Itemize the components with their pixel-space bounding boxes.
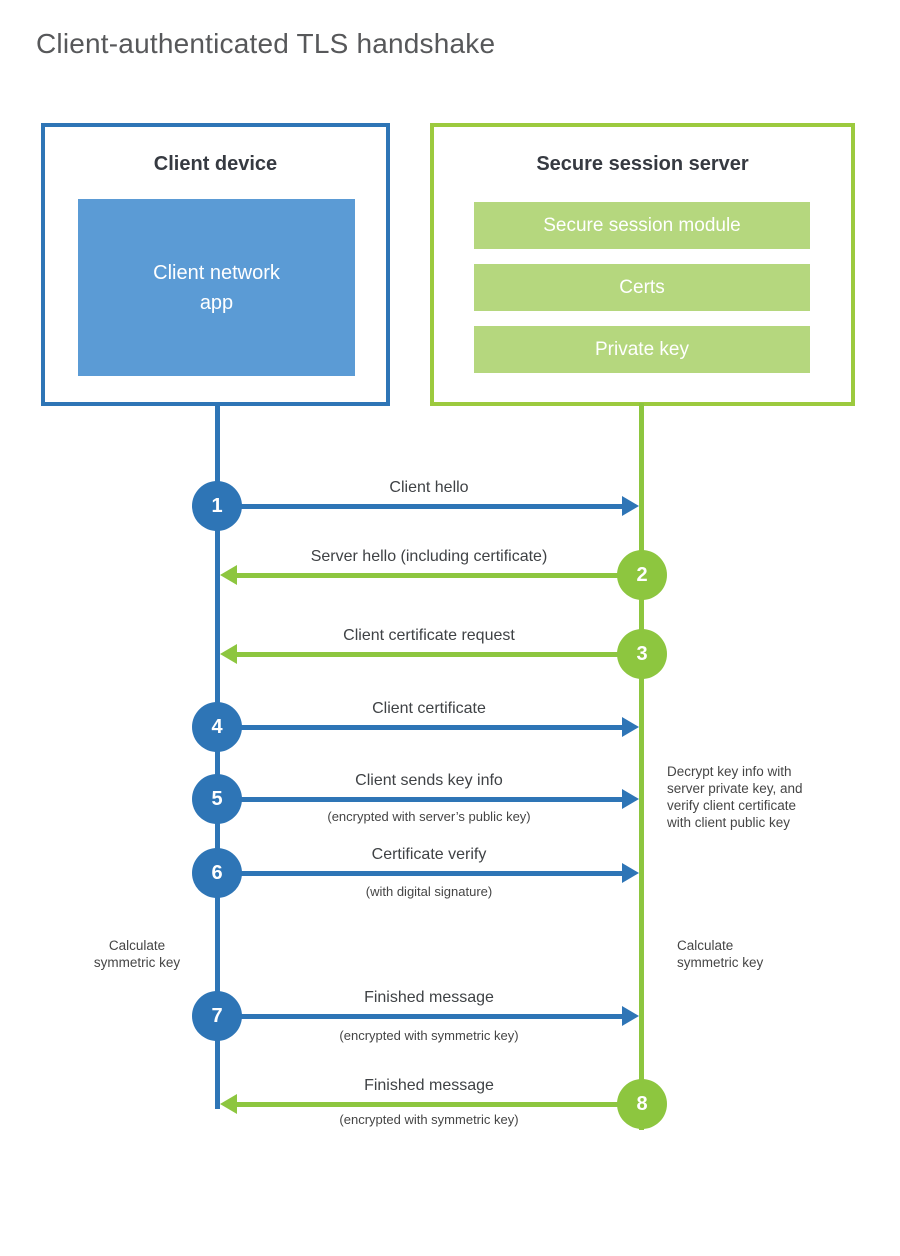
message-label-8: Finished message <box>364 1077 494 1094</box>
step-circle-2: 2 <box>617 550 667 600</box>
step-number-7: 7 <box>211 1004 223 1027</box>
client-network-app-box: Client network app <box>78 199 355 376</box>
message-arrow-3 <box>237 652 642 657</box>
calc-symmetric-key-note-left: Calculate symmetric key <box>72 937 202 971</box>
client-app-label-line2: app <box>199 291 234 314</box>
client-lifeline <box>215 403 220 1109</box>
message-label-4: Client certificate <box>372 700 486 717</box>
arrow-head-left-icon <box>220 644 237 664</box>
decrypt-note-line4: with client public key <box>667 815 791 830</box>
step-number-2: 2 <box>636 563 648 586</box>
decrypt-note: Decrypt key info with server private key… <box>667 763 837 831</box>
decrypt-note-line1: Decrypt key info with <box>667 764 792 779</box>
message-sublabel-7: (encrypted with symmetric key) <box>339 1028 519 1043</box>
module-bar-certs: Certs <box>474 264 810 311</box>
message-label-1: Client hello <box>389 479 469 496</box>
client-device-title: Client device <box>153 153 278 175</box>
message-arrow-4 <box>220 725 622 730</box>
calc-left-line1: Calculate <box>108 938 166 953</box>
message-label-3: Client certificate request <box>343 627 515 644</box>
arrow-head-right-icon <box>622 1006 639 1026</box>
step-circle-7: 7 <box>192 991 242 1041</box>
step-number-1: 1 <box>211 494 223 517</box>
step-number-3: 3 <box>636 642 648 665</box>
message-label-2: Server hello (including certificate) <box>310 548 548 565</box>
calc-right-line1: Calculate <box>677 938 734 953</box>
arrow-head-right-icon <box>622 496 639 516</box>
arrow-head-right-icon <box>622 863 639 883</box>
arrow-head-right-icon <box>622 789 639 809</box>
step-circle-4: 4 <box>192 702 242 752</box>
message-arrow-6 <box>220 871 622 876</box>
calc-symmetric-key-note-right: Calculate symmetric key <box>677 937 807 971</box>
step-circle-5: 5 <box>192 774 242 824</box>
message-sublabel-6: (with digital signature) <box>365 884 493 899</box>
arrow-head-left-icon <box>220 1094 237 1114</box>
message-label-7: Finished message <box>364 989 494 1006</box>
decrypt-note-line3: verify client certificate <box>667 798 797 813</box>
message-label-5: Client sends key info <box>355 772 503 789</box>
module-bar-secure-session-module: Secure session module <box>474 202 810 249</box>
message-arrow-5 <box>220 797 622 802</box>
message-sublabel-8: (encrypted with symmetric key) <box>339 1112 519 1127</box>
step-number-8: 8 <box>636 1092 648 1115</box>
step-circle-8: 8 <box>617 1079 667 1129</box>
module-bar-private-key: Private key <box>474 326 810 373</box>
secure-session-server-title: Secure session server <box>536 153 749 175</box>
decrypt-note-line2: server private key, and <box>667 781 803 796</box>
calc-left-line2: symmetric key <box>93 955 181 970</box>
message-label-6: Certificate verify <box>371 846 487 863</box>
step-circle-6: 6 <box>192 848 242 898</box>
message-sublabel-5: (encrypted with server’s public key) <box>327 809 531 824</box>
message-arrow-1 <box>220 504 622 509</box>
step-number-6: 6 <box>211 861 223 884</box>
calc-right-line2: symmetric key <box>677 955 764 970</box>
step-circle-1: 1 <box>192 481 242 531</box>
server-lifeline <box>639 403 644 1130</box>
arrow-head-right-icon <box>622 717 639 737</box>
message-arrow-8 <box>237 1102 642 1107</box>
message-arrow-7 <box>220 1014 622 1019</box>
client-app-label-line1: Client network <box>153 261 280 284</box>
step-number-4: 4 <box>211 715 223 738</box>
arrow-head-left-icon <box>220 565 237 585</box>
step-number-5: 5 <box>211 787 223 810</box>
step-circle-3: 3 <box>617 629 667 679</box>
diagram-title: Client-authenticated TLS handshake <box>36 28 496 59</box>
message-arrow-2 <box>237 573 642 578</box>
